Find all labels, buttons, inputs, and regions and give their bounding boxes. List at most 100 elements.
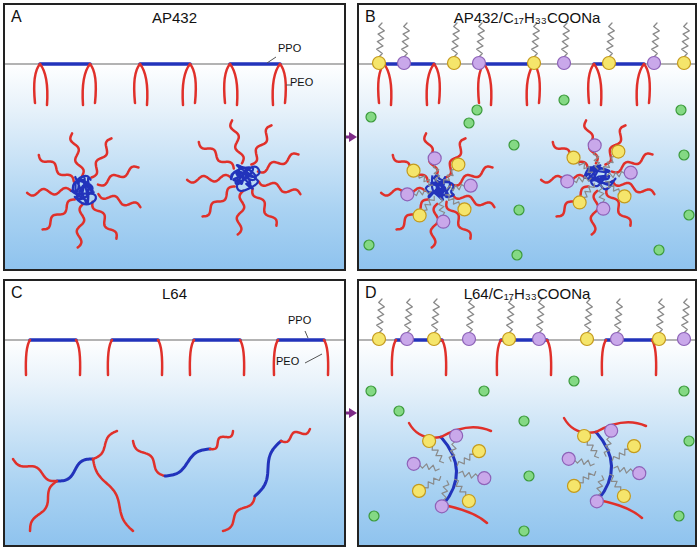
surfactant-tail xyxy=(423,196,434,210)
peo-arm xyxy=(612,181,654,194)
surfactant-head xyxy=(412,484,425,497)
ppo-block xyxy=(441,437,457,505)
peo-block xyxy=(484,64,491,105)
sodium-ion xyxy=(479,386,489,396)
surfactant-head xyxy=(462,495,475,508)
peo-block xyxy=(90,64,96,103)
surfactant-tail xyxy=(424,477,441,488)
surfactant-tail xyxy=(607,171,625,177)
surfactant-head xyxy=(401,188,414,201)
surfactant-head xyxy=(581,333,594,346)
peo-block xyxy=(442,340,446,375)
peo-block xyxy=(637,64,644,105)
sodium-ion xyxy=(509,140,519,150)
peo-arm xyxy=(230,120,243,163)
peo-block xyxy=(547,340,551,375)
surfactant-head xyxy=(624,166,637,179)
surfactant-tail xyxy=(537,299,545,333)
peo-block xyxy=(527,64,534,105)
arrow-head xyxy=(349,132,357,142)
sodium-ion xyxy=(519,416,529,426)
surfactant-tail xyxy=(418,174,432,185)
surfactant-tail xyxy=(575,459,595,466)
panel-title: AP432 xyxy=(29,9,320,26)
surfactant-tail xyxy=(447,184,465,190)
peo-block xyxy=(93,431,117,459)
surfactant-head xyxy=(428,333,441,346)
surfactant-tail xyxy=(605,182,619,193)
surfactant-tail xyxy=(432,446,443,463)
surfactant-tail xyxy=(652,23,660,57)
peo-arm xyxy=(393,155,428,182)
surfactant-head xyxy=(562,452,575,465)
surfactant-head xyxy=(633,467,646,480)
surfactant-head xyxy=(450,429,463,442)
surfactant-head xyxy=(533,333,546,346)
surfactant-head xyxy=(503,333,516,346)
panel-illustration xyxy=(359,281,695,545)
sodium-ion xyxy=(654,245,664,255)
peo-block xyxy=(644,64,650,103)
peo-block xyxy=(40,64,47,105)
peo-block xyxy=(273,64,280,105)
peo-arm xyxy=(43,200,75,230)
ppo-block xyxy=(278,338,324,342)
surfactant-tail xyxy=(573,176,591,182)
surfactant-head xyxy=(423,434,436,447)
surfactant-tail xyxy=(612,449,629,460)
surfactant-tail xyxy=(455,479,466,496)
surfactant-head xyxy=(611,333,624,346)
peo-arm xyxy=(591,191,598,235)
surfactant-tail xyxy=(532,23,540,57)
peo-block xyxy=(134,64,140,103)
peo-arm xyxy=(431,204,438,248)
peo-block xyxy=(434,64,440,103)
surfactant-tail xyxy=(604,156,615,170)
surfactant-tail xyxy=(607,23,615,57)
panel-title: AP432/C₁₇H₃₃COONa xyxy=(383,9,671,26)
surfactant-tail xyxy=(459,471,479,478)
peo-block xyxy=(30,481,57,531)
surfactant-tail xyxy=(598,185,604,203)
peo-block xyxy=(324,340,328,375)
part-label: PEO xyxy=(290,76,313,89)
peo-block xyxy=(83,64,90,105)
peo-block xyxy=(183,64,190,105)
ppo-block xyxy=(594,62,644,66)
surfactant-tail xyxy=(657,299,665,333)
peo-arm xyxy=(605,125,625,164)
surfactant-head xyxy=(567,151,580,164)
surfactant-head xyxy=(413,209,426,222)
peo-block xyxy=(34,64,40,103)
panel-letter: D xyxy=(365,284,377,302)
panel-box: DL64/C₁₇H₃₃COONa xyxy=(357,279,697,547)
peo-block xyxy=(384,64,391,105)
surfactant-head xyxy=(617,490,630,503)
ppo-block xyxy=(230,62,280,66)
air-water-interface xyxy=(5,339,344,341)
surfactant-tail xyxy=(377,23,385,57)
peo-block xyxy=(598,500,642,518)
peo-block xyxy=(594,64,601,105)
surfactant-tail xyxy=(682,299,690,333)
surfactant-tail xyxy=(433,164,439,182)
part-label: PPO xyxy=(288,314,311,327)
surfactant-head xyxy=(478,472,491,485)
sodium-ion xyxy=(519,526,529,536)
sodium-ion xyxy=(684,436,694,446)
peo-block xyxy=(588,64,594,103)
surfactant-head xyxy=(618,190,631,203)
peo-arm xyxy=(251,125,271,164)
surfactant-head xyxy=(573,196,586,209)
surfactant-tail xyxy=(597,476,604,496)
sodium-ion xyxy=(684,210,694,220)
surfactant-head xyxy=(653,333,666,346)
surfactant-head xyxy=(612,145,625,158)
peo-block xyxy=(76,340,80,375)
peo-block xyxy=(230,64,237,105)
surfactant-tail xyxy=(432,299,440,333)
surfactant-head xyxy=(373,333,386,346)
peo-arm xyxy=(258,181,300,194)
peo-arm xyxy=(199,142,234,169)
sodium-ion xyxy=(524,471,534,481)
